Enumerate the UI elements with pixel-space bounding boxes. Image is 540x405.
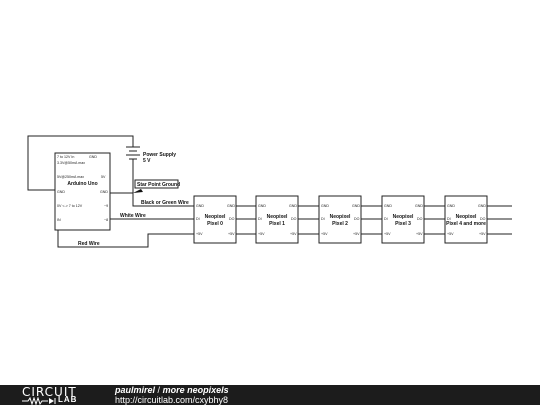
footer-bar: CIRCUIT LAB paulmirel / more neopixels h… (0, 385, 540, 405)
neopixel-3-pixel-label: Neopixel (393, 214, 414, 220)
circuitlab-logo[interactable]: CIRCUIT LAB (22, 385, 94, 405)
neopixel-2-pin-5v-out: +5V (353, 232, 360, 236)
neopixel-4-pixel-sublabel: Pixel 4 and more (446, 221, 486, 227)
neopixel-1: GND GND DI DO +5V +5V Neopixel Pixel 1 (255, 195, 299, 244)
neopixel-0-pin-gnd-in: GND (196, 204, 204, 208)
neopixel-4-pin-gnd-in: GND (447, 204, 455, 208)
neopixel-2-pin-gnd-out: GND (352, 204, 360, 208)
neopixel-3-pin-5v-out: +5V (416, 232, 423, 236)
arduino-pin-9: ~9 (104, 204, 108, 208)
star-point-ground: Star Point Ground (133, 179, 180, 193)
logo-text-circuit: CIRCUIT (22, 385, 77, 399)
neopixel-1-body (255, 195, 299, 244)
star-ground-box (134, 179, 179, 189)
neopixel-3-body (381, 195, 425, 244)
neopixel-4-pin-gnd-out: GND (478, 204, 486, 208)
arduino-pin-range: 0V <-> 7 to 12V (57, 204, 83, 208)
arduino-label: Arduino Uno (67, 181, 97, 187)
arduino-body (54, 152, 111, 231)
neopixel-4-pixel-label: Neopixel (456, 214, 477, 220)
neopixel-0-pin-gnd-out: GND (227, 204, 235, 208)
neopixel-0-pin-dout: DO (229, 217, 235, 221)
neopixel-0: GND GND DI DO +5V +5V Neopixel Pixel 0 (193, 195, 237, 244)
neopixel-2-pin-dout: DO (354, 217, 360, 221)
power-supply-voltage: 5 V (143, 158, 151, 164)
neopixel-4: GND GND DI DO +5V +5V Neopixel Pixel 4 a… (444, 195, 488, 244)
neopixel-3-pixel-sublabel: Pixel 3 (395, 221, 411, 227)
neopixel-1-pin-5v-out: +5V (290, 232, 297, 236)
project-name[interactable]: more neopixels (162, 385, 229, 395)
neopixel-0-body (193, 195, 237, 244)
neopixel-2: GND GND DI DO +5V +5V Neopixel Pixel 2 (318, 195, 362, 244)
neopixel-1-pin-gnd-in: GND (258, 204, 266, 208)
arduino-pin-gnd-left: GND (57, 190, 65, 194)
neopixel-2-pin-5v-in: +5V (321, 232, 328, 236)
neopixel-4-pin-5v-out: +5V (479, 232, 486, 236)
neopixel-0-pixel-label: Neopixel (205, 214, 226, 220)
logo-text-lab: LAB (58, 395, 78, 404)
power-supply: Power Supply 5 V (126, 146, 176, 164)
neopixel-0-pixel-sublabel: Pixel 0 (207, 221, 223, 227)
neopixel-4-pin-din: DI (447, 217, 451, 221)
neopixel-4-pin-dout: DO (480, 217, 486, 221)
ground-arrow-icon (133, 189, 143, 193)
neopixel-2-pixel-sublabel: Pixel 2 (332, 221, 348, 227)
schematic-canvas: 7 to 12V In 3.3V@50mA max 5V@250mA max G… (27, 135, 512, 248)
neopixel-4-body (444, 195, 488, 244)
neopixel-1-pixel-label: Neopixel (267, 214, 288, 220)
black-green-wire-label: Black or Green Wire (141, 200, 189, 206)
neopixel-2-pin-gnd-in: GND (321, 204, 329, 208)
arduino-pin-5v-left: 5V@250mA max (57, 175, 84, 179)
neopixel-0-pin-5v-out: +5V (228, 232, 235, 236)
neopixel-0-pin-din: DI (196, 217, 200, 221)
neopixel-3-pin-dout: DO (417, 217, 423, 221)
neopixel-1-pin-dout: DO (291, 217, 297, 221)
title-separator: / (157, 385, 161, 395)
arduino-pin-8: ~8 (104, 218, 108, 222)
arduino-pin-vin: 7 to 12V In (57, 155, 74, 159)
red-wire-label: Red Wire (78, 241, 100, 247)
author-name[interactable]: paulmirel (115, 385, 156, 395)
neopixel-1-pin-din: DI (258, 217, 262, 221)
neopixel-chain: GND GND DI DO +5V +5V Neopixel Pixel 0 G… (193, 195, 488, 244)
arduino-pin-in: IN (57, 218, 61, 222)
neopixel-2-pixel-label: Neopixel (330, 214, 351, 220)
arduino-pin-gnd-top: GND (89, 155, 97, 159)
neopixel-3: GND GND DI DO +5V +5V Neopixel Pixel 3 (381, 195, 425, 244)
neopixel-1-pin-5v-in: +5V (258, 232, 265, 236)
arduino-pin-5v-right: 5V (101, 175, 106, 179)
neopixel-2-body (318, 195, 362, 244)
arduino-pin-3v3: 3.3V@50mA max (57, 161, 85, 165)
circuit-url[interactable]: http://circuitlab.com/cxybhy8 (115, 395, 229, 405)
neopixel-1-pin-gnd-out: GND (289, 204, 297, 208)
power-supply-top-wire (27, 135, 134, 191)
circuit-title: paulmirel / more neopixels (115, 385, 229, 395)
waveform-icon (22, 397, 56, 405)
star-ground-label: Star Point Ground (137, 182, 180, 188)
neopixel-1-pixel-sublabel: Pixel 1 (269, 221, 285, 227)
arduino-pin-gnd-right: GND (100, 190, 108, 194)
neopixel-0-pin-5v-in: +5V (196, 232, 203, 236)
neopixel-4-pin-5v-in: +5V (447, 232, 454, 236)
power-supply-label: Power Supply (143, 152, 176, 158)
white-wire-label: White Wire (120, 213, 146, 219)
neopixel-3-pin-5v-in: +5V (384, 232, 391, 236)
neopixel-3-pin-gnd-in: GND (384, 204, 392, 208)
neopixel-2-pin-din: DI (321, 217, 325, 221)
neopixel-3-pin-din: DI (384, 217, 388, 221)
neopixel-3-pin-gnd-out: GND (415, 204, 423, 208)
arduino-uno: 7 to 12V In 3.3V@50mA max 5V@250mA max G… (54, 152, 111, 231)
